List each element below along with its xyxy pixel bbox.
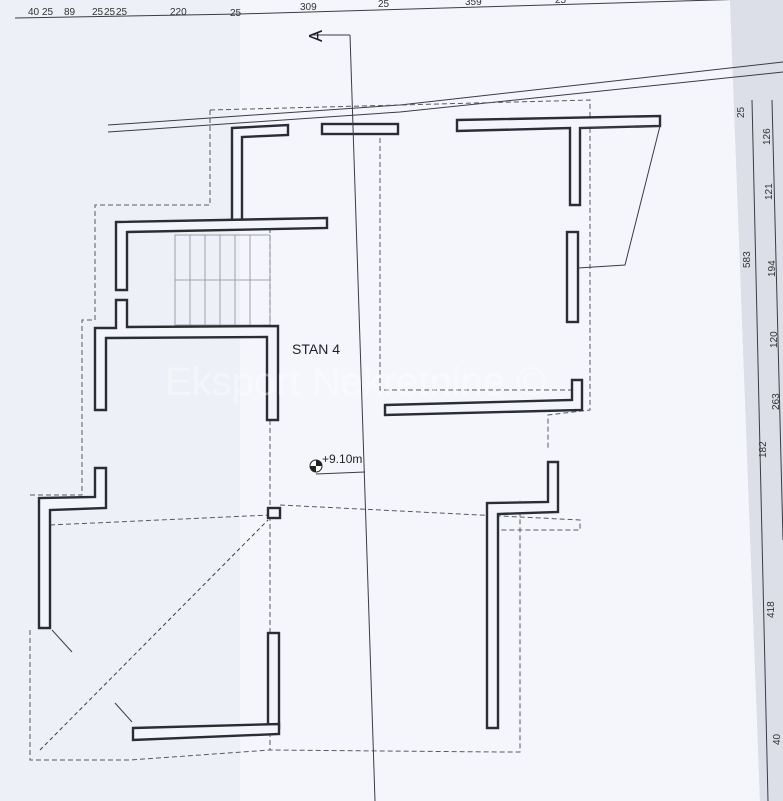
- paper-edge: [730, 0, 783, 801]
- dim-label: 120: [769, 331, 780, 348]
- top-dimension-line: [14, 0, 733, 19]
- room-label: STAN 4: [292, 341, 340, 357]
- top-dimensions: 40 25 89 25 25 25 220 25 309 25 359 25: [28, 0, 567, 19]
- boundary-line: [107, 71, 783, 133]
- staircase: [174, 234, 271, 326]
- dim-label: 40: [772, 733, 783, 745]
- right-dimension-line: [751, 99, 769, 801]
- roof-outline: [577, 125, 661, 269]
- elevation-label: +9.10m: [322, 452, 362, 466]
- walls: [37, 114, 662, 742]
- right-dimension-line: [771, 99, 783, 541]
- dim-label: 309: [300, 2, 317, 13]
- dim-label: 182: [758, 441, 769, 458]
- door-swing: [51, 629, 73, 653]
- diagonal-line: [39, 519, 269, 751]
- dim-label: 25: [42, 7, 54, 18]
- boundary-line: [107, 61, 783, 126]
- section-line: [349, 34, 376, 801]
- dim-label: 25: [555, 0, 567, 6]
- section-marker: A: [306, 30, 326, 42]
- watermark: Eksport Nekretnine ©: [165, 360, 546, 404]
- paper-main: [240, 0, 760, 801]
- dim-label: 89: [64, 7, 76, 18]
- dim-label: 40: [28, 7, 40, 18]
- door-swing: [114, 702, 133, 723]
- dim-label: 418: [766, 601, 777, 618]
- dim-label: 25: [92, 7, 104, 18]
- elevation-marker-icon: [309, 459, 366, 475]
- dim-label: 583: [742, 251, 753, 268]
- dim-label: 126: [762, 128, 773, 145]
- paper-left: [0, 0, 240, 801]
- right-dimensions: 25 583 182 418 40 126 121 194 120 263: [736, 106, 783, 745]
- dim-label: 25: [736, 106, 747, 118]
- dim-label: 359: [465, 0, 482, 8]
- dim-label: 121: [764, 183, 775, 200]
- dim-label: 25: [230, 8, 242, 19]
- dim-label: 194: [767, 260, 778, 277]
- dim-label: 25: [116, 7, 128, 18]
- dim-label: 220: [170, 7, 187, 18]
- dim-label: 25: [104, 7, 116, 18]
- dim-label: 263: [771, 393, 782, 410]
- dim-label: 25: [378, 0, 390, 10]
